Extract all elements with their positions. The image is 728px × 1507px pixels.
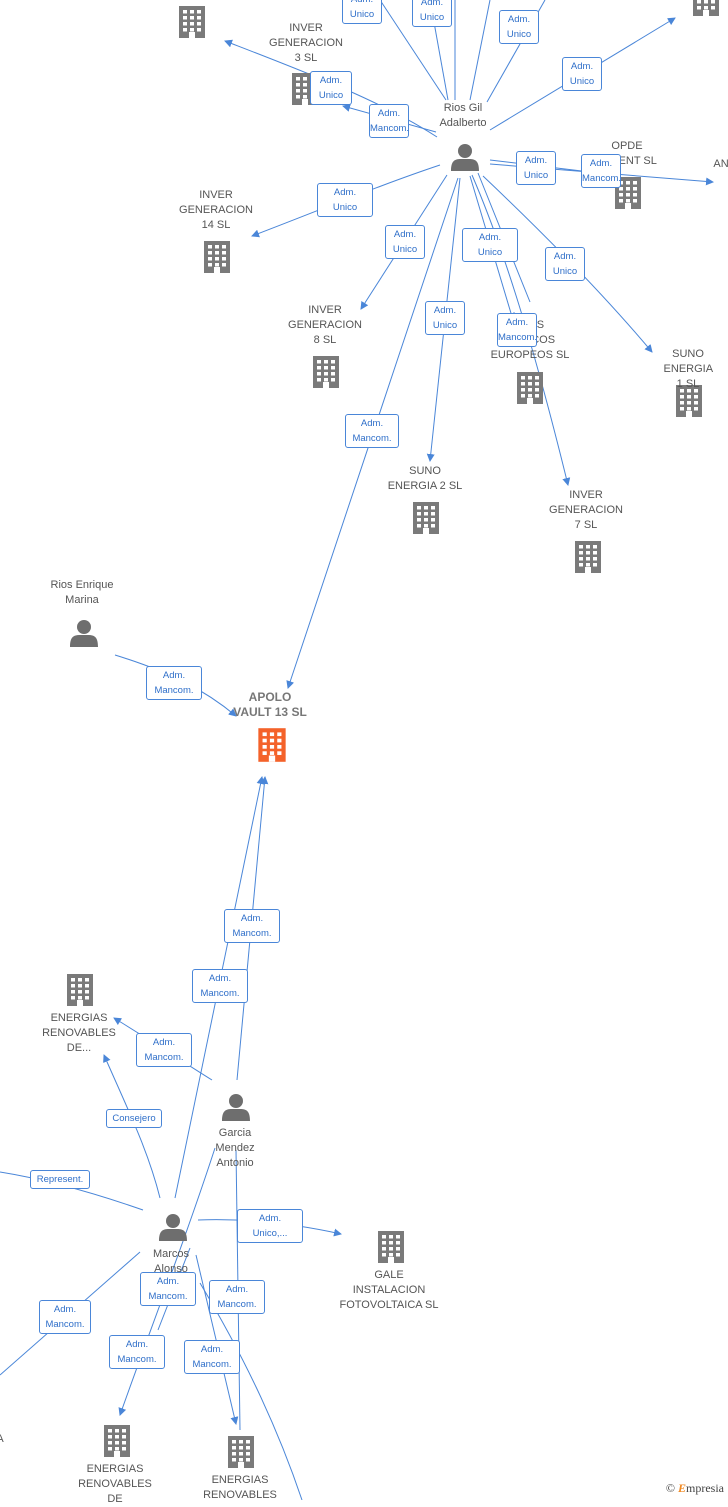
building-icon[interactable] (258, 728, 286, 762)
person-icon[interactable] (159, 1214, 187, 1241)
building-icon[interactable] (67, 974, 93, 1006)
edge-role-label[interactable]: Adm. Unico (425, 301, 465, 335)
edge-role-label[interactable]: Adm. Mancom. (369, 104, 409, 138)
edge-role-label[interactable]: Adm. Unico (310, 71, 352, 105)
edge-role-label[interactable]: Adm. Mancom. (184, 1340, 240, 1374)
brand-watermark: © Empresia (666, 1481, 724, 1496)
building-icon[interactable] (413, 502, 439, 534)
building-icon[interactable] (313, 356, 339, 388)
node-label-energias-3[interactable]: ENERGIAS RENOVABLES (203, 1474, 277, 1501)
person-icon[interactable] (70, 620, 98, 647)
edge-line (469, 0, 491, 101)
edge-role-label[interactable]: Adm. Mancom. (224, 909, 280, 943)
edge-role-label[interactable]: Adm. Mancom. (146, 666, 202, 700)
node-label-an-partial[interactable]: AN (713, 158, 728, 170)
edge-role-label[interactable]: Adm. Unico (385, 225, 425, 259)
edge-role-label[interactable]: Adm. Unico (516, 151, 556, 185)
node-label-apolo[interactable]: APOLO VAULT 13 SL (233, 690, 307, 719)
node-label-inver-7[interactable]: INVER GENERACION 7 SL (549, 489, 623, 531)
building-icon[interactable] (517, 372, 543, 404)
edge-role-label[interactable]: Consejero (106, 1109, 162, 1128)
building-icon[interactable] (204, 241, 230, 273)
edge-role-label[interactable]: Adm. Unico (342, 0, 382, 24)
node-label-garcia[interactable]: Garcia Mendez Antonio (215, 1127, 255, 1169)
icons-layer (67, 0, 719, 1468)
edge-role-label[interactable]: Adm. Unico (562, 57, 602, 91)
edge-role-label[interactable]: Adm. Unico (317, 183, 373, 217)
person-icon[interactable] (222, 1094, 250, 1121)
edge-line (471, 174, 571, 486)
edge-role-label[interactable]: Represent. (30, 1170, 90, 1189)
node-label-inver-3[interactable]: INVER GENERACION 3 SL (269, 22, 343, 64)
edge-role-label[interactable]: Adm. Unico (412, 0, 452, 27)
edge-role-label[interactable]: Adm. Unico,... (237, 1209, 303, 1243)
node-label-gale[interactable]: GALE INSTALACION FOTOVOLTAICA SL (339, 1269, 439, 1311)
node-label-energias-2[interactable]: ENERGIAS RENOVABLES DE (78, 1463, 152, 1505)
building-icon[interactable] (228, 1436, 254, 1468)
edge-role-label[interactable]: Adm. Mancom. (497, 313, 537, 347)
brand-initial: E (677, 1481, 686, 1495)
edge-line (195, 1254, 239, 1425)
edge-role-label[interactable]: Adm. Mancom. (345, 414, 399, 448)
edge-role-label[interactable]: Adm. Mancom. (109, 1335, 165, 1369)
node-label-inver-8[interactable]: INVER GENERACION 8 SL (288, 304, 362, 346)
building-icon[interactable] (693, 0, 719, 16)
building-icon[interactable] (676, 385, 702, 417)
edge-role-label[interactable]: Adm. Mancom. (136, 1033, 192, 1067)
building-icon[interactable] (378, 1231, 404, 1263)
edge-role-label[interactable]: Adm. Mancom. (192, 969, 248, 1003)
edge-role-label[interactable]: Adm. Unico (499, 10, 539, 44)
edge-line (103, 1054, 161, 1199)
person-icon[interactable] (451, 144, 479, 171)
building-icon[interactable] (104, 1425, 130, 1457)
edge-role-label[interactable]: Adm. Mancom. (39, 1300, 91, 1334)
brand-name: mpresia (686, 1481, 724, 1495)
building-icon[interactable] (179, 6, 205, 38)
node-label-rios-gil[interactable]: Rios Gil Adalberto (439, 102, 487, 129)
node-label-inver-14[interactable]: INVER GENERACION 14 SL (179, 189, 253, 231)
building-icon[interactable] (575, 541, 601, 573)
node-label-suno-2[interactable]: SUNO ENERGIA 2 SL (387, 465, 463, 492)
edge-role-label[interactable]: Adm. Mancom. (209, 1280, 265, 1314)
edge-line (379, 0, 447, 101)
edge-role-label[interactable]: Adm. Unico (462, 228, 518, 262)
node-label-rios-enrique[interactable]: Rios Enrique Marina (50, 579, 114, 606)
edge-role-label[interactable]: Adm. Unico (545, 247, 585, 281)
edge-role-label[interactable]: Adm. Mancom. (581, 154, 621, 188)
node-label-energias-1[interactable]: ENERGIAS RENOVABLES DE... (42, 1012, 116, 1054)
node-label-suno-1[interactable]: SUNO ENERGIA 1 SL (663, 348, 714, 390)
node-label-partial-a[interactable]: A (0, 1432, 4, 1447)
copyright-symbol: © (665, 1481, 675, 1495)
edge-role-label[interactable]: Adm. Mancom. (140, 1272, 196, 1306)
